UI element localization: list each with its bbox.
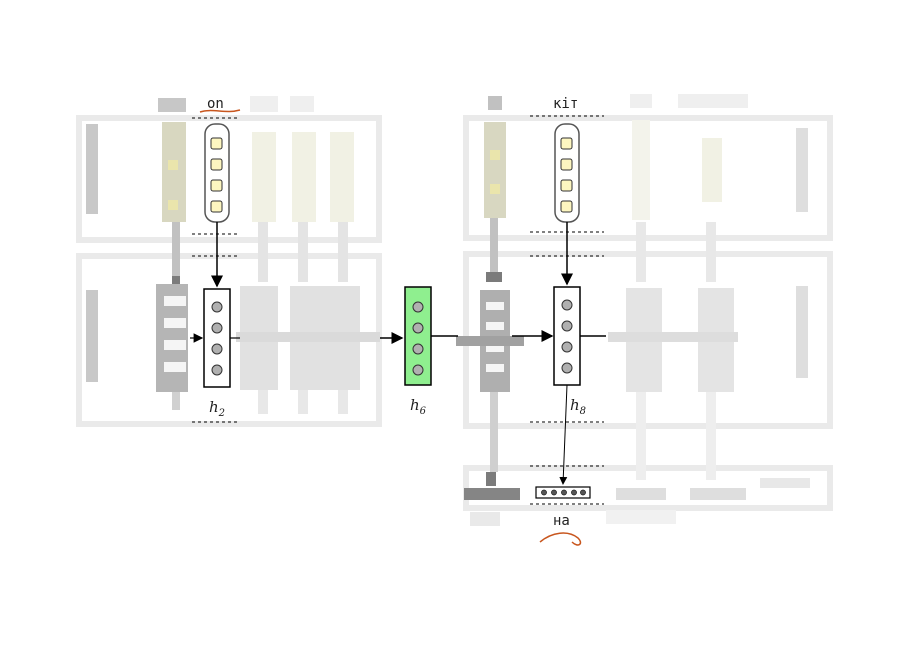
handwritten-underline <box>539 532 582 546</box>
hidden-label-h6: h6 <box>410 396 427 417</box>
faded-context <box>76 94 833 526</box>
embedding-cell <box>560 179 573 192</box>
embedding-cell <box>560 137 573 150</box>
embedding-cell <box>560 200 573 213</box>
hidden-unit <box>561 341 573 353</box>
faded-column <box>86 98 188 410</box>
output-unit <box>551 489 557 496</box>
output-unit <box>561 489 567 496</box>
hidden-label-h2: h2 <box>209 398 225 419</box>
faded-repeats-left <box>236 96 380 414</box>
faded-repeats-right <box>606 94 810 524</box>
hidden-unit <box>561 320 573 332</box>
encoder-final-state: h6 <box>380 286 458 417</box>
source-word: on <box>207 96 224 112</box>
embedding-cell <box>210 137 223 150</box>
target-output-word: на <box>553 513 570 529</box>
embedding-cell <box>210 200 223 213</box>
faded-frame <box>463 115 833 241</box>
hidden-unit <box>561 299 573 311</box>
embedding-cell <box>210 179 223 192</box>
hidden-unit <box>412 343 424 355</box>
encoder-step-on: on h2 <box>190 96 241 419</box>
faded-column-decoder <box>456 96 524 526</box>
target-input-word: кіт <box>553 96 578 112</box>
output-arrow <box>559 384 568 485</box>
decoder-step: кіт h8 на <box>512 96 606 546</box>
embedding-cell <box>560 158 573 171</box>
hidden-unit <box>211 322 223 334</box>
hidden-unit <box>412 322 424 334</box>
hidden-label-h8: h8 <box>570 396 586 417</box>
hidden-unit <box>211 343 223 355</box>
output-unit <box>541 489 547 496</box>
hidden-unit <box>211 301 223 313</box>
handwritten-underline <box>199 109 241 113</box>
output-unit <box>571 489 577 496</box>
hidden-unit <box>412 301 424 313</box>
embedding-cell <box>210 158 223 171</box>
hidden-unit <box>561 362 573 374</box>
hidden-unit <box>211 364 223 376</box>
hidden-unit <box>412 364 424 376</box>
output-unit <box>580 489 586 496</box>
